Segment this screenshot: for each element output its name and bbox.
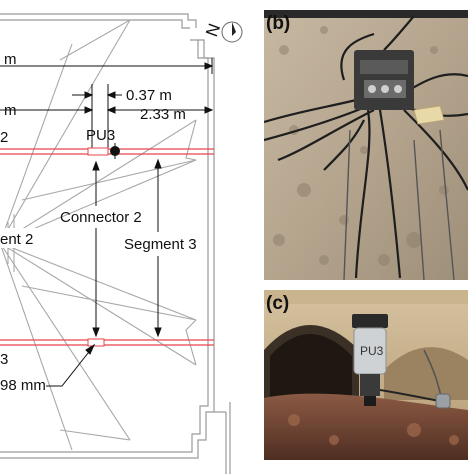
photo-sensor: PU3 (264, 290, 468, 460)
pu3-sensor-icon (110, 143, 120, 159)
segment2-label: ent 2 (0, 231, 33, 248)
lower-red-bar (0, 338, 214, 347)
upper-red-bar (0, 147, 214, 156)
photo-c-label: (c) (266, 293, 290, 314)
junction-box (354, 50, 414, 110)
sensor-cable (379, 349, 451, 409)
dimension-second-label: m (4, 102, 17, 119)
structural-drawing: N m m 0.37 m 2.33 m (0, 13, 243, 474)
segment2-label-bg (0, 228, 56, 248)
segment3-arrow (154, 158, 162, 338)
connector-arrow (92, 160, 100, 338)
sensor-pu3-text: PU3 (360, 344, 384, 358)
rods (343, 129, 455, 280)
outline (0, 13, 231, 474)
photo-junction-box (264, 10, 468, 280)
connector-label: Connector 2 (60, 209, 142, 226)
dimension-top-label: m (4, 51, 17, 68)
offset-label: 98 mm (0, 377, 46, 394)
tape (413, 105, 445, 125)
dimension-gap-short: 0.37 m (126, 87, 172, 104)
dimension-gap-long: 2.33 m (140, 106, 186, 123)
segment3-label: Segment 3 (124, 236, 197, 253)
pu3-label: PU3 (86, 127, 115, 144)
dimension-second (0, 84, 214, 150)
left-partial-bottom-label: 3 (0, 351, 8, 368)
wall-texture (273, 26, 449, 266)
dimension-top (0, 58, 214, 74)
offset-leader (46, 343, 96, 387)
rust-spots (288, 414, 459, 445)
photo-b-label: (b) (266, 13, 291, 34)
sensor-pu3: PU3 (352, 314, 388, 406)
arches (264, 290, 468, 400)
left-partial-top-label: 2 (0, 129, 8, 146)
rusty-pipe (264, 393, 468, 460)
compass-label: N (202, 21, 224, 39)
compass-icon: N (202, 21, 243, 43)
